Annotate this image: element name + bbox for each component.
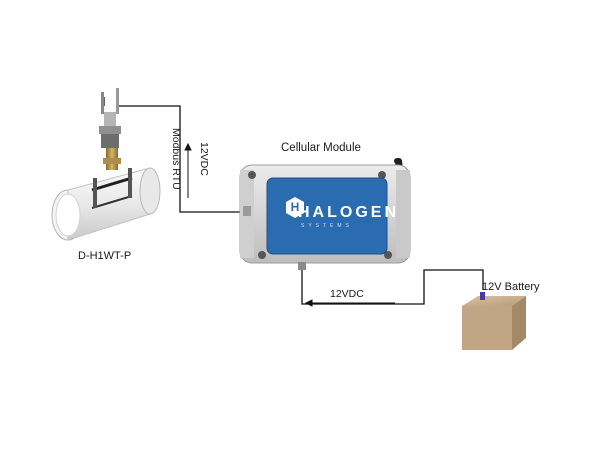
module-label: Cellular Module — [281, 142, 361, 154]
cellular-module: H — [239, 158, 411, 270]
battery-label: 12V Battery — [482, 281, 540, 293]
logo-letter: H — [291, 200, 300, 214]
wire-sensor-top — [118, 105, 244, 213]
modbus-label: Modbus RTU — [170, 128, 182, 190]
battery — [462, 292, 526, 350]
arrow-up-icon — [184, 142, 192, 151]
brand-logo-subtext: SYSTEMS — [301, 223, 353, 229]
brand-logo-text: HALOGEN — [298, 204, 399, 221]
arrow-left-icon — [304, 299, 313, 307]
power-top-label: 12VDC — [198, 142, 210, 176]
wire-module-battery — [301, 269, 484, 305]
power-bottom-label: 12VDC — [330, 288, 364, 300]
sensor-label: D-H1WT-P — [78, 250, 132, 262]
arrows — [184, 142, 395, 307]
sensor-assembly — [51, 88, 161, 241]
